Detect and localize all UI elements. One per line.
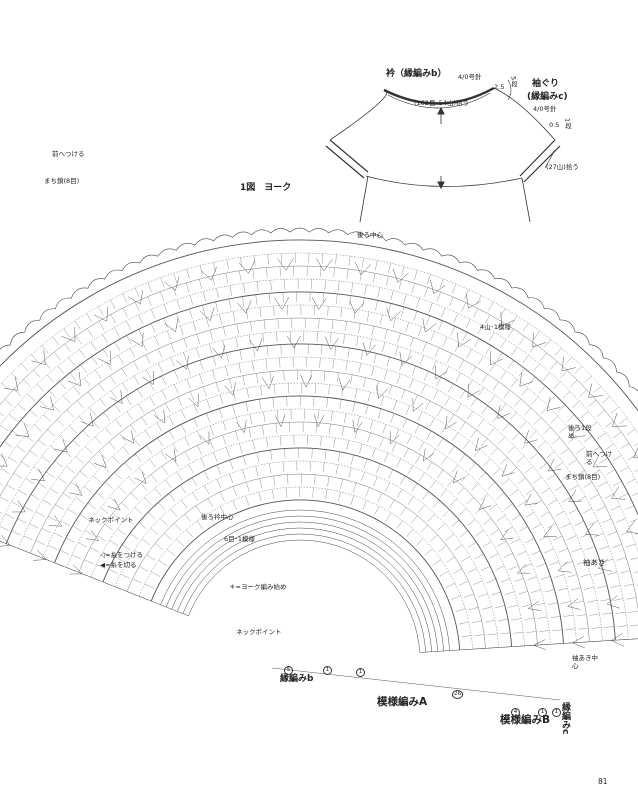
collar-title: 衿（縁編みb）	[386, 69, 447, 79]
edge-c-label: 縁編みc	[560, 702, 570, 735]
chain-left: まち鎖(8目)	[44, 177, 80, 185]
neck-point-bottom: ネックポイント	[236, 628, 282, 636]
repeat-6: 6目･1模様	[224, 535, 256, 543]
legend-cut: ◀=糸を切る	[100, 561, 137, 569]
repeat-4: 4山･1模様	[480, 323, 512, 331]
back-neck-center: 後ろ衿中心	[201, 513, 234, 521]
neck-point-top: ネックポイント	[88, 516, 134, 524]
row-marker-b1: 1	[323, 658, 332, 675]
figure-title: 1図 ヨーク	[240, 183, 292, 193]
back-center-top: 後ろ中心	[357, 231, 383, 239]
row-marker-a26: 26	[452, 690, 463, 699]
attach-yarn-icon: ◁	[100, 551, 105, 559]
row-marker-c1: 1	[552, 700, 561, 717]
collar-pickup: (162目･54山)拾う	[414, 99, 469, 107]
sleeve-hook: 4/0号針	[533, 105, 557, 113]
row-marker-b4: 4	[511, 700, 520, 717]
pattern-a-label: 模様編みA	[377, 696, 428, 708]
pattern-b-label: 模様編みB	[500, 714, 551, 726]
cut-yarn-icon: ◀	[100, 561, 105, 569]
legend-attach: ◁=糸をつける	[100, 551, 143, 559]
armhole-label: 袖あき	[583, 558, 606, 567]
sleeve-pickup: (27山)拾う	[546, 163, 579, 171]
attach-front-left: 前へつける	[52, 150, 85, 158]
row-marker-bb1: 1	[538, 700, 547, 717]
row-marker-a1: 1	[356, 660, 365, 677]
row-marker-b5: 5	[284, 658, 293, 675]
collar-depth: 2.5	[494, 83, 505, 91]
sleeve-rows: 1段	[563, 118, 572, 129]
collar-hook: 4/0号針	[458, 73, 482, 81]
chart-stitch-layer	[0, 227, 638, 701]
sleeve-title: 袖ぐり	[532, 79, 560, 89]
armhole-center: 袖あき中心	[572, 654, 598, 671]
collar-band	[383, 86, 495, 105]
page-number: 81	[598, 777, 608, 786]
sleeve-depth: 0.5	[549, 121, 560, 129]
collar-rows: 5段	[509, 76, 518, 87]
yoke-schematic	[325, 79, 561, 223]
attach-front-right: 前へつける	[586, 450, 612, 467]
chain-right: まち鎖(8目)	[565, 473, 601, 481]
sleeve-sub: (縁編みc)	[527, 92, 568, 102]
edge-b-label: 縁編みb	[280, 674, 314, 684]
back-row1: 後ろ1段め	[568, 424, 592, 441]
yoke-start: ＊=ヨーク編み始め	[229, 583, 287, 591]
